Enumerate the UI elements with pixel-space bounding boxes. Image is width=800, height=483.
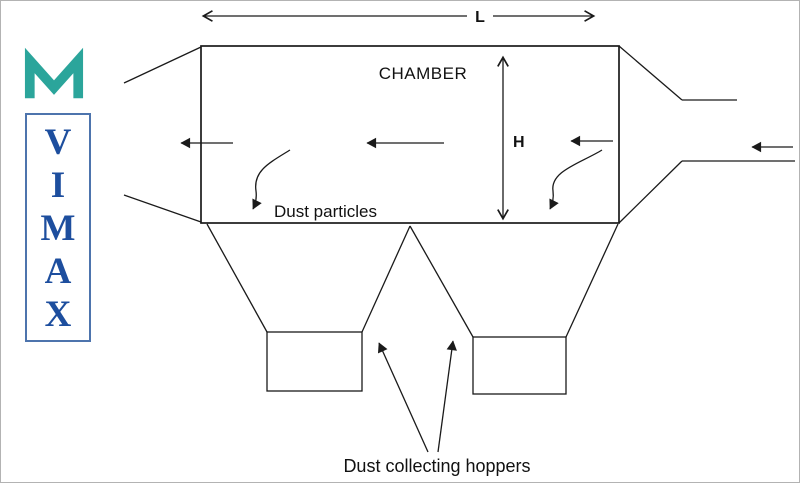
dust-particles-label: Dust particles xyxy=(274,202,377,221)
logo-letter-x: X xyxy=(44,294,72,335)
hopper-pointer-right xyxy=(437,340,457,453)
left-dust-box xyxy=(266,331,363,392)
outlet-duct-top-wall xyxy=(123,46,202,84)
outlet-duct-bottom-wall xyxy=(123,194,202,223)
m-icon-stroke xyxy=(24,47,84,99)
length-label: L xyxy=(475,9,485,26)
inlet-cone-bottom-wall xyxy=(618,160,683,224)
chamber-outline xyxy=(200,45,620,224)
chamber-label: CHAMBER xyxy=(379,64,468,83)
logo-letter-v: V xyxy=(44,122,72,163)
logo-letter-i: I xyxy=(50,165,66,206)
inlet-cone-top-wall xyxy=(618,45,683,101)
dust-hoppers-label: Dust collecting hoppers xyxy=(343,456,530,476)
right-hopper-outer-wall xyxy=(565,223,619,338)
left-hopper-inner-wall xyxy=(361,225,411,333)
logo-letter-a: A xyxy=(44,251,72,292)
vimax-m-icon xyxy=(24,47,84,99)
right-hopper-inner-wall xyxy=(409,225,474,338)
left-hopper-outer-wall xyxy=(206,223,268,333)
hopper-pointer-left xyxy=(377,342,429,453)
vimax-logo: V I M A X xyxy=(17,47,101,342)
height-label: H xyxy=(513,134,525,151)
dust-fall-arrow-left xyxy=(252,149,291,210)
logo-letter-m: M xyxy=(40,208,76,249)
vimax-wordmark: V I M A X xyxy=(25,113,91,342)
dust-fall-arrow-right xyxy=(549,149,603,210)
right-dust-box xyxy=(472,336,567,395)
length-label-backplate xyxy=(467,4,493,26)
